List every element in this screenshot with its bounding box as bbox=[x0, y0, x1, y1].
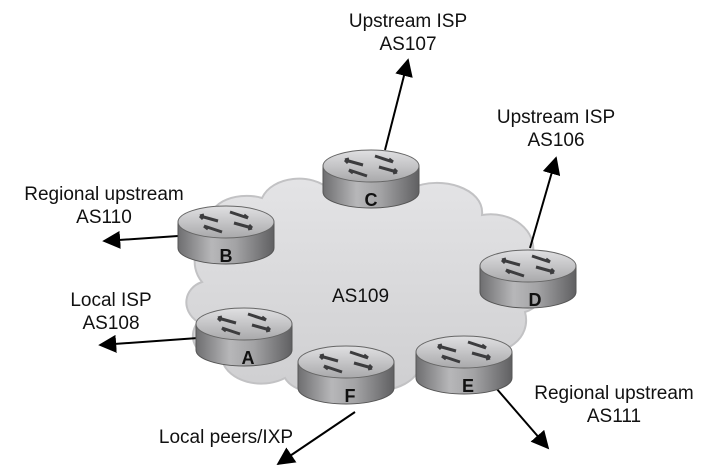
router-e: E bbox=[414, 334, 514, 396]
peer-as110-asn: AS110 bbox=[76, 207, 132, 228]
peer-as110-label: Regional upstream AS110 bbox=[6, 183, 202, 229]
router-b-label: B bbox=[220, 246, 233, 266]
router-b: B bbox=[176, 204, 276, 266]
peer-ixp-label: Local peers/IXP bbox=[138, 426, 314, 449]
peer-as111-name: Regional upstream bbox=[534, 383, 694, 404]
as109-label: AS109 bbox=[332, 286, 390, 307]
link-c-as107 bbox=[384, 58, 413, 151]
router-c: C bbox=[321, 148, 421, 210]
link-e-as111 bbox=[495, 387, 550, 450]
peer-as111-label: Regional upstream AS111 bbox=[518, 382, 708, 428]
peer-as111-asn: AS111 bbox=[586, 406, 642, 427]
router-f-label: F bbox=[345, 386, 356, 406]
peer-as108-name: Local ISP bbox=[70, 290, 152, 311]
router-c-label: C bbox=[365, 190, 378, 210]
peer-as107-asn: AS107 bbox=[379, 34, 437, 55]
peer-as107-label: Upstream ISP AS107 bbox=[338, 10, 478, 56]
peer-as106-name: Upstream ISP bbox=[496, 107, 616, 128]
peer-ixp-name: Local peers/IXP bbox=[158, 427, 294, 448]
peer-as107-name: Upstream ISP bbox=[348, 11, 468, 32]
router-d-label: D bbox=[529, 290, 542, 310]
router-e-label: E bbox=[462, 376, 474, 396]
peer-as108-asn: AS108 bbox=[82, 313, 140, 334]
peer-as106-asn: AS106 bbox=[527, 130, 585, 151]
router-f: F bbox=[296, 344, 396, 406]
link-d-as106 bbox=[529, 156, 561, 249]
link-f-ixp bbox=[276, 411, 356, 466]
router-d: D bbox=[478, 248, 578, 310]
link-b-as110 bbox=[102, 230, 179, 249]
peer-as110-name: Regional upstream bbox=[24, 184, 184, 205]
router-a: A bbox=[194, 306, 294, 368]
peer-as108-label: Local ISP AS108 bbox=[46, 289, 176, 335]
router-a-label: A bbox=[242, 348, 255, 368]
peer-as106-label: Upstream ISP AS106 bbox=[486, 106, 626, 152]
link-a-as108 bbox=[98, 334, 199, 353]
